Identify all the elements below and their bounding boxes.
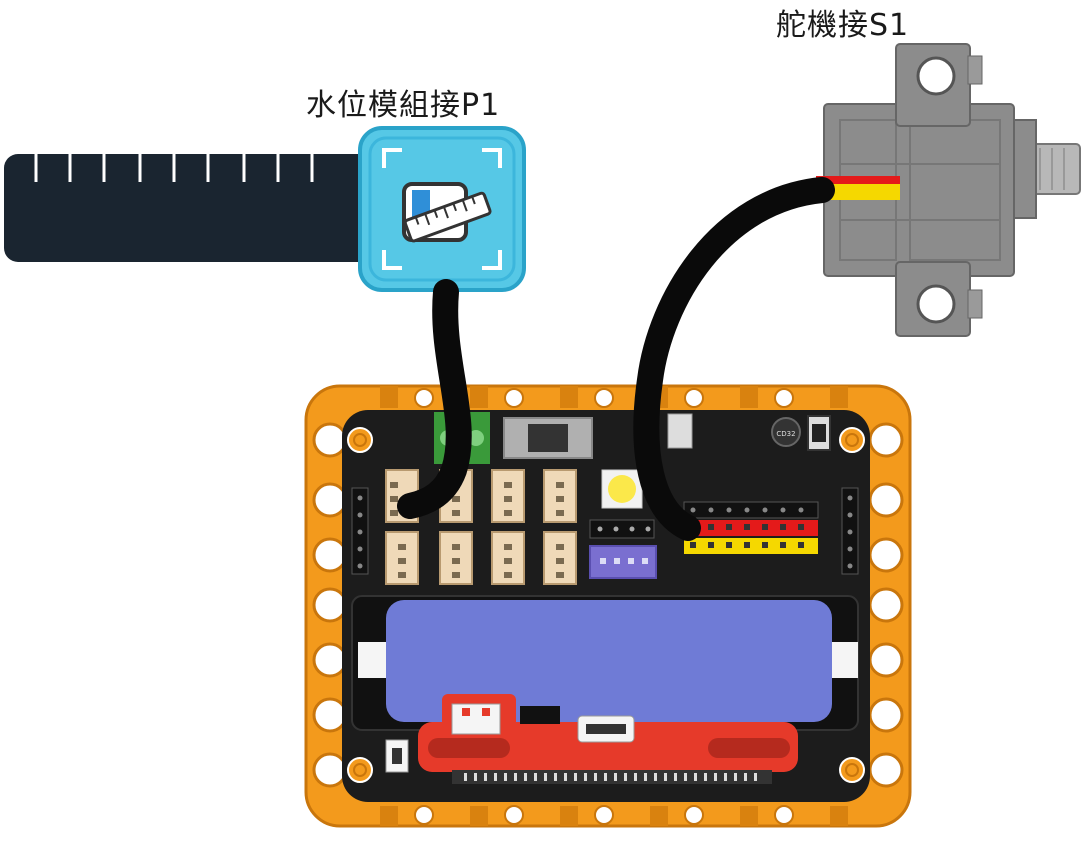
edge-connector <box>452 770 772 784</box>
water-level-sensor <box>4 154 374 262</box>
water-module-label: 水位模組接P1 <box>306 88 501 123</box>
i2c-connector[interactable] <box>589 545 657 579</box>
port-p8[interactable] <box>543 531 577 585</box>
port-p3[interactable] <box>491 469 525 523</box>
port-p7[interactable] <box>491 531 525 585</box>
battery <box>386 600 832 722</box>
servo-label: 舵機接S1 <box>776 8 910 43</box>
control-board: CD32 <box>342 410 870 802</box>
cable-servo-to-s1 <box>633 177 835 541</box>
chip-marking: CD32 <box>776 430 795 438</box>
port-p6[interactable] <box>439 531 473 585</box>
buzzer <box>771 417 801 447</box>
ruler-icon <box>402 182 492 243</box>
port-p4[interactable] <box>543 469 577 523</box>
servo-motor <box>816 43 1081 337</box>
cable-water-to-p1 <box>397 279 472 519</box>
led <box>601 469 643 509</box>
port-p5[interactable] <box>385 531 419 585</box>
power-switch[interactable] <box>503 417 593 459</box>
water-level-module <box>358 126 526 292</box>
microbit-slot <box>418 694 798 772</box>
servo-header[interactable] <box>683 501 819 554</box>
